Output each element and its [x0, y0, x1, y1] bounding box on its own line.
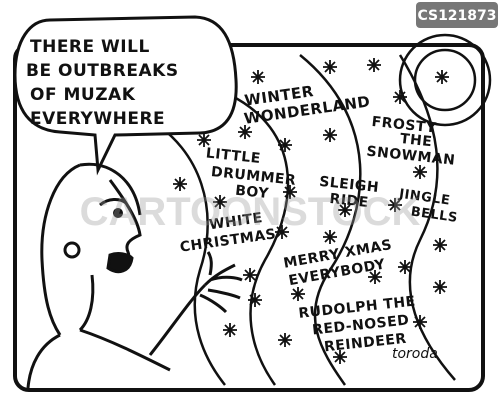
- snowflake-icon: [333, 350, 347, 364]
- speech-bubble: THERE WILL BE OUTBREAKS OF MUZAK EVERYWH…: [13, 15, 238, 176]
- snowflake-icon: [251, 70, 265, 84]
- snowflake-icon: [338, 203, 352, 217]
- snowflake-icon: [433, 238, 447, 252]
- speech-line-2: BE OUTBREAKS: [26, 61, 179, 81]
- song-title-line: JINGLE: [397, 187, 451, 209]
- snowflake-icon: [278, 138, 292, 152]
- snowflake-icon: [398, 260, 412, 274]
- snowflake-icon: [323, 128, 337, 142]
- snowflake-icon: [223, 323, 237, 337]
- song-title-line: WHITE: [208, 210, 264, 233]
- snowflake-icon: [323, 60, 337, 74]
- snowflakes: [173, 58, 449, 364]
- song-title-line: BOY: [234, 183, 270, 202]
- snowflake-icon: [197, 133, 211, 147]
- snowflake-icon: [388, 198, 402, 212]
- snowflake-icon: [238, 125, 252, 139]
- song-title-line: THE: [399, 131, 433, 150]
- snowflake-icon: [283, 185, 297, 199]
- song-title-line: FROSTY: [371, 114, 438, 137]
- snowflake-icon: [367, 58, 381, 72]
- song-little-drummer-boy: LITTLE DRUMMER BOY: [205, 145, 297, 202]
- song-title-line: LITTLE: [205, 145, 261, 167]
- music-swirl-lines: [149, 33, 492, 386]
- snowflake-icon: [413, 165, 427, 179]
- speech-line-4: EVERYWHERE: [30, 109, 165, 129]
- image-id-text: CS121873: [417, 8, 496, 24]
- snowflake-icon: [368, 270, 382, 284]
- song-title-line: SLEIGH: [318, 174, 379, 196]
- speech-line-1: THERE WILL: [30, 37, 150, 57]
- song-jingle-bells: JINGLE BELLS: [397, 187, 459, 226]
- song-title-line: RIDE: [329, 191, 370, 211]
- snowflake-icon: [243, 268, 257, 282]
- snowflake-icon: [413, 315, 427, 329]
- snowflake-icon: [393, 90, 407, 104]
- snowflake-icon: [433, 280, 447, 294]
- speech-line-3: OF MUZAK: [30, 85, 136, 105]
- woman-figure: [26, 162, 243, 389]
- snowflake-icon: [323, 230, 337, 244]
- image-id-tag: CS121873: [416, 2, 498, 28]
- snowflake-icon: [435, 70, 449, 84]
- snowflake-icon: [291, 287, 305, 301]
- song-sleigh-ride: SLEIGH RIDE: [318, 174, 379, 211]
- watermark-text: CARTOONSTOCK: [80, 190, 421, 234]
- snowflake-icon: [275, 225, 289, 239]
- snowflake-icon: [248, 293, 262, 307]
- artist-signature: toroda: [392, 346, 438, 362]
- snowflake-icon: [173, 177, 187, 191]
- snowflake-icon: [278, 333, 292, 347]
- song-title-line: BELLS: [410, 204, 459, 225]
- snowflake-icon: [213, 195, 227, 209]
